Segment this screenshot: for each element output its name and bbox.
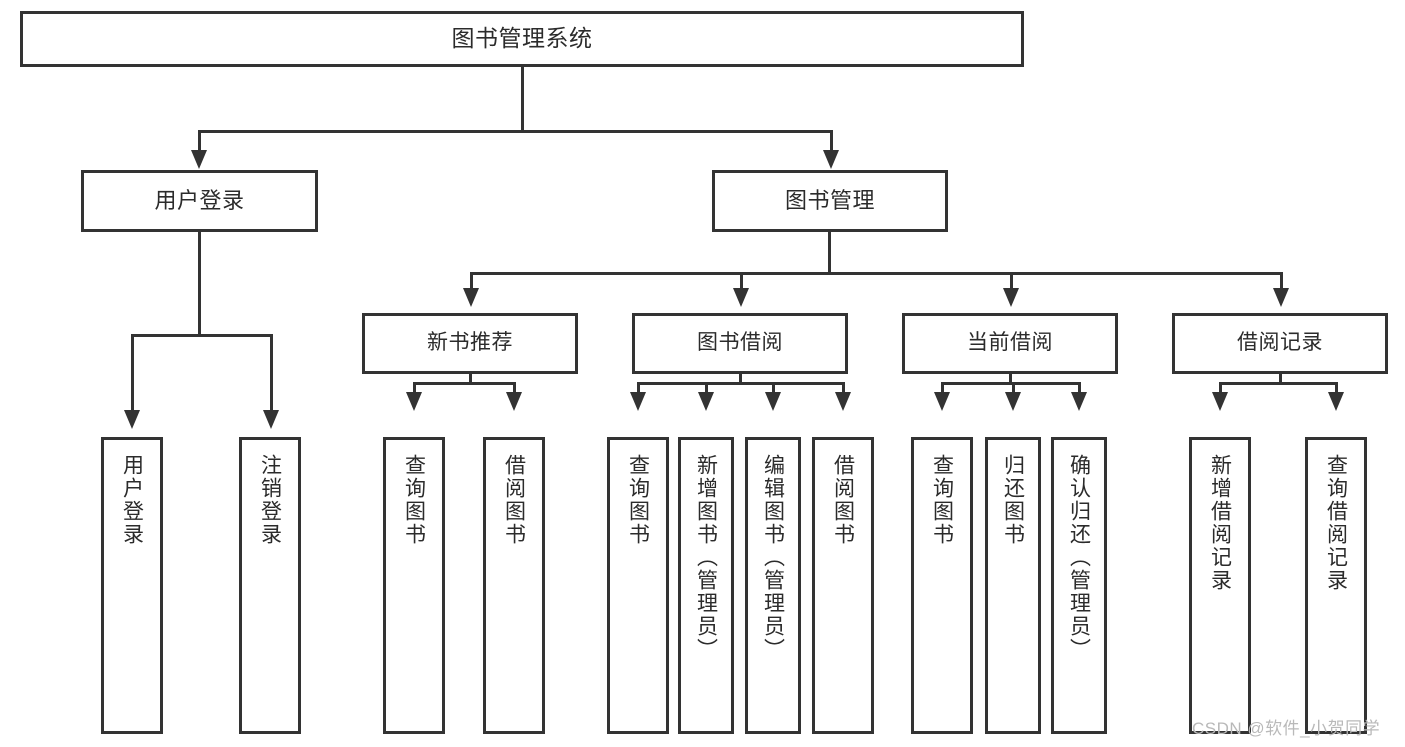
arrow-head-icon-leaf-query-book-current: [934, 392, 950, 411]
connector-new-book-recommend-stem: [469, 374, 472, 382]
connector-borrow-record-stem: [1279, 374, 1282, 382]
watermark: CSDN @软件_小贺同学: [1192, 719, 1381, 738]
node-user-login-label: 用户登录: [154, 188, 245, 214]
node-leaf-query-borrow-record-label: 查询借阅记录: [1324, 454, 1348, 592]
node-borrow-record-label: 借阅记录: [1237, 331, 1323, 355]
node-leaf-borrow-book[interactable]: 借阅图书: [812, 437, 874, 734]
connector-new-book-recommend-drop-0: [413, 382, 416, 394]
node-leaf-logout-login-label: 注销登录: [258, 454, 282, 546]
node-book-management[interactable]: 图书管理: [712, 170, 948, 232]
node-leaf-add-borrow-record[interactable]: 新增借阅记录: [1189, 437, 1251, 734]
node-new-book-recommend[interactable]: 新书推荐: [362, 313, 578, 374]
connector-root-drop-0: [198, 130, 201, 150]
arrow-head-icon-book-mgmt-0: [463, 288, 479, 307]
connector-current-borrow-drop-2: [1078, 382, 1081, 394]
connector-book-mgmt-drop-3: [1280, 272, 1283, 290]
connector-current-borrow-drop-0: [941, 382, 944, 394]
arrow-head-icon-book-mgmt-1: [733, 288, 749, 307]
node-leaf-query-book-current-label: 查询图书: [930, 454, 954, 546]
node-leaf-add-borrow-record-label: 新增借阅记录: [1208, 454, 1232, 592]
connector-book-mgmt-drop-2: [1010, 272, 1013, 290]
connector-user-login-drop-0: [131, 334, 134, 412]
node-root-system-label: 图书管理系统: [451, 25, 593, 52]
arrow-head-icon-user-login-1: [263, 410, 279, 429]
node-leaf-confirm-return-admin[interactable]: 确认归还（管理员）: [1051, 437, 1107, 734]
node-leaf-return-book-label: 归还图书: [1001, 454, 1025, 546]
node-leaf-user-login[interactable]: 用户登录: [101, 437, 163, 734]
arrow-head-icon-leaf-add-book-admin: [698, 392, 714, 411]
arrow-head-icon-user-login-0: [124, 410, 140, 429]
node-leaf-query-book-borrow[interactable]: 查询图书: [607, 437, 669, 734]
node-root-system[interactable]: 图书管理系统: [20, 11, 1024, 67]
node-book-borrow-label: 图书借阅: [697, 331, 783, 355]
arrow-head-icon-root-1: [823, 150, 839, 169]
node-user-login[interactable]: 用户登录: [81, 170, 318, 232]
node-leaf-logout-login[interactable]: 注销登录: [239, 437, 301, 734]
arrow-head-icon-leaf-query-book-recommend: [406, 392, 422, 411]
node-leaf-edit-book-admin-label: 编辑图书（管理员）: [761, 454, 785, 661]
node-leaf-edit-book-admin[interactable]: 编辑图书（管理员）: [745, 437, 801, 734]
node-leaf-borrow-book-recommend-label: 借阅图书: [502, 454, 526, 546]
node-book-borrow[interactable]: 图书借阅: [632, 313, 848, 374]
connector-borrow-record-drop-0: [1219, 382, 1222, 394]
connector-book-mgmt-bus: [470, 272, 1280, 275]
arrow-head-icon-book-mgmt-2: [1003, 288, 1019, 307]
arrow-head-icon-leaf-confirm-return-admin: [1071, 392, 1087, 411]
connector-root-bus: [198, 130, 833, 133]
arrow-head-icon-leaf-return-book: [1005, 392, 1021, 411]
node-book-management-label: 图书管理: [784, 188, 875, 214]
connector-book-mgmt-drop-0: [470, 272, 473, 290]
connector-current-borrow-stem: [1009, 374, 1012, 382]
arrow-head-icon-leaf-edit-book-admin: [765, 392, 781, 411]
connector-book-mgmt-drop-1: [740, 272, 743, 290]
connector-current-borrow-drop-1: [1012, 382, 1015, 394]
connector-book-borrow-stem: [739, 374, 742, 382]
connector-book-borrow-drop-0: [637, 382, 640, 394]
arrow-head-icon-leaf-query-book-borrow: [630, 392, 646, 411]
connector-borrow-record-drop-1: [1335, 382, 1338, 394]
arrow-head-icon-book-mgmt-3: [1273, 288, 1289, 307]
arrow-head-icon-leaf-add-borrow-record: [1212, 392, 1228, 411]
connector-user-login-bus: [131, 334, 270, 337]
node-leaf-query-book-borrow-label: 查询图书: [626, 454, 650, 546]
connector-new-book-recommend-drop-1: [513, 382, 516, 394]
connector-user-login-stem: [198, 232, 201, 334]
arrow-head-icon-root-0: [191, 150, 207, 169]
connector-book-borrow-bus: [637, 382, 845, 385]
connector-book-borrow-drop-2: [772, 382, 775, 394]
node-leaf-user-login-label: 用户登录: [120, 454, 144, 546]
node-leaf-query-book-recommend-label: 查询图书: [402, 454, 426, 546]
node-current-borrow[interactable]: 当前借阅: [902, 313, 1118, 374]
node-leaf-query-borrow-record[interactable]: 查询借阅记录: [1305, 437, 1367, 734]
arrow-head-icon-leaf-query-borrow-record: [1328, 392, 1344, 411]
node-leaf-borrow-book-recommend[interactable]: 借阅图书: [483, 437, 545, 734]
connector-root-drop-1: [830, 130, 833, 150]
arrow-head-icon-leaf-borrow-book-recommend: [506, 392, 522, 411]
node-leaf-return-book[interactable]: 归还图书: [985, 437, 1041, 734]
connector-new-book-recommend-bus: [413, 382, 516, 385]
connector-borrow-record-bus: [1219, 382, 1338, 385]
arrow-head-icon-leaf-borrow-book: [835, 392, 851, 411]
connector-current-borrow-bus: [941, 382, 1081, 385]
node-leaf-query-book-recommend[interactable]: 查询图书: [383, 437, 445, 734]
node-leaf-query-book-current[interactable]: 查询图书: [911, 437, 973, 734]
node-leaf-confirm-return-admin-label: 确认归还（管理员）: [1067, 454, 1091, 661]
connector-user-login-drop-1: [270, 334, 273, 412]
node-leaf-add-book-admin-label: 新增图书（管理员）: [694, 454, 718, 661]
node-current-borrow-label: 当前借阅: [967, 331, 1053, 355]
connector-book-borrow-drop-3: [842, 382, 845, 394]
node-borrow-record[interactable]: 借阅记录: [1172, 313, 1388, 374]
connector-book-borrow-drop-1: [705, 382, 708, 394]
node-leaf-borrow-book-label: 借阅图书: [831, 454, 855, 546]
node-new-book-recommend-label: 新书推荐: [427, 331, 513, 355]
node-leaf-add-book-admin[interactable]: 新增图书（管理员）: [678, 437, 734, 734]
connector-root-stem: [521, 67, 524, 130]
connector-book-mgmt-stem: [828, 232, 831, 272]
